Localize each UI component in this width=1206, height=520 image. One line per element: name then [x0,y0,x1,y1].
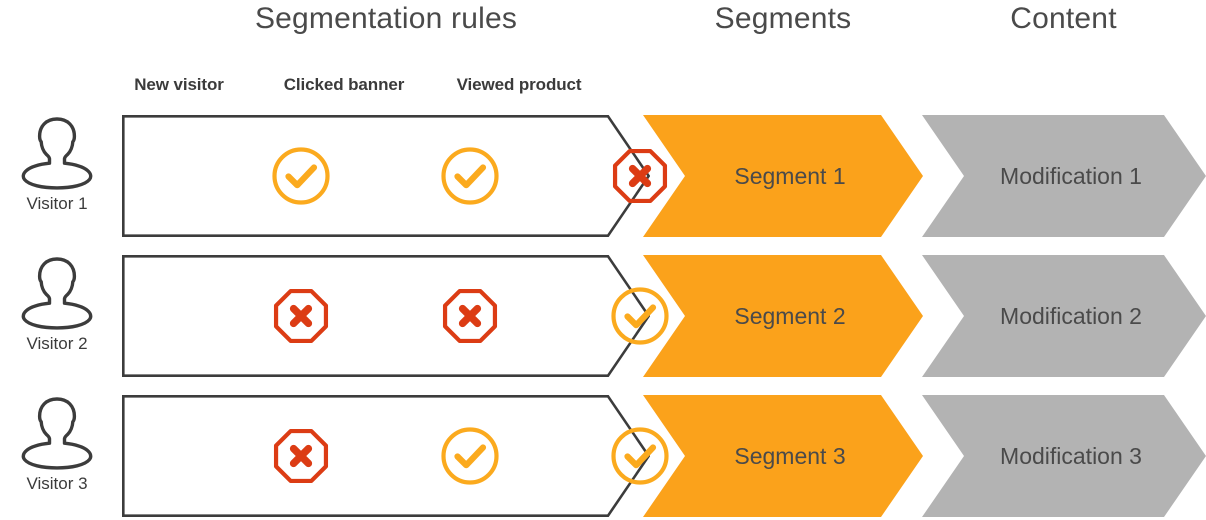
rules-arrow[interactable] [122,255,669,377]
content-label: Modification 2 [1000,302,1142,329]
visitor-block: Visitor 1 [2,113,112,214]
rules-arrow[interactable] [122,115,668,237]
segment-label: Segment 3 [734,442,846,469]
cross-octagon-icon [270,425,332,487]
person-icon [2,253,112,333]
column-title-segments: Segments [714,2,852,35]
column-title-content: Content [1010,2,1117,35]
content-chevron[interactable]: Modification 3 [922,395,1206,517]
person-icon [2,393,112,473]
check-circle-icon [609,425,671,487]
person-icon [2,113,112,193]
visitor-label: Visitor 1 [26,194,88,213]
visitor-label: Visitor 2 [26,334,88,353]
content-chevron[interactable]: Modification 1 [922,115,1206,237]
check-circle-icon [439,425,501,487]
rule-header-new-visitor: New visitor [134,75,224,94]
rules-arrow[interactable] [122,395,669,517]
rule-header-viewed-product: Viewed product [456,75,582,94]
visitor-block: Visitor 3 [2,393,112,494]
diagram-row: Segment 2 Modification 2 [0,255,1206,377]
cross-octagon-icon [609,145,671,207]
content-label: Modification 3 [1000,442,1142,469]
segment-chevron[interactable]: Segment 1 [643,115,923,237]
column-title-segmentation-rules: Segmentation rules [254,2,518,35]
visitor-block: Visitor 2 [2,253,112,354]
cross-octagon-icon [270,285,332,347]
segment-label: Segment 1 [734,162,846,189]
segment-chevron[interactable]: Segment 2 [643,255,923,377]
cross-octagon-icon [439,285,501,347]
content-chevron[interactable]: Modification 2 [922,255,1206,377]
check-circle-icon [609,285,671,347]
diagram-row: Segment 3 Modification 3 [0,395,1206,517]
content-label: Modification 1 [1000,162,1142,189]
visitor-label: Visitor 3 [26,474,88,493]
check-circle-icon [270,145,332,207]
rule-header-clicked-banner: Clicked banner [283,75,405,94]
segment-chevron[interactable]: Segment 3 [643,395,923,517]
segment-label: Segment 2 [734,302,846,329]
diagram-row: Segment 1 Modification 1 [0,115,1206,237]
check-circle-icon [439,145,501,207]
